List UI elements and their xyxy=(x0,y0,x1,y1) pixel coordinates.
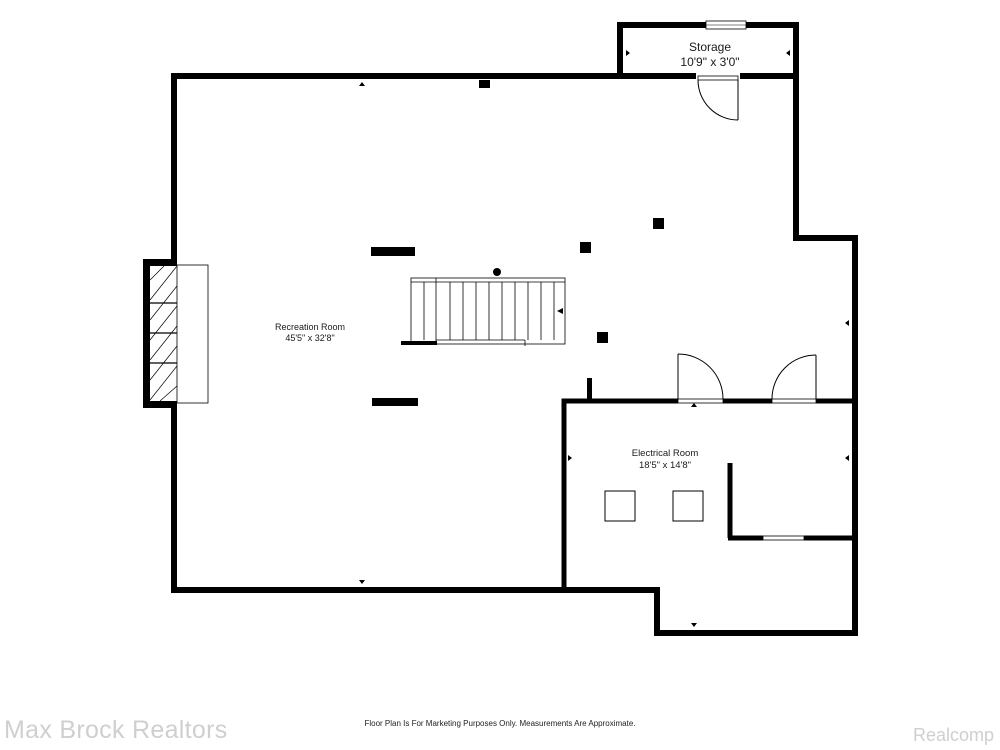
dimension-markers xyxy=(359,50,849,627)
stair-rail xyxy=(401,341,437,345)
mechanical-units xyxy=(604,490,704,522)
electrical-room-name: Electrical Room xyxy=(631,448,699,459)
electrical-walls xyxy=(561,398,855,590)
mls-watermark: Realcomp xyxy=(912,725,994,745)
electrical-room-dimensions: 18'5" x 14'8" xyxy=(638,459,692,471)
water-heater-unit xyxy=(672,490,704,522)
furnace-unit xyxy=(604,490,636,522)
recreation-room-dimensions: 45'5" x 32'8" xyxy=(285,333,335,344)
columns xyxy=(371,80,664,406)
fireplace xyxy=(143,259,209,408)
staircase xyxy=(410,277,566,346)
recreation-room-name: Recreation Room xyxy=(274,322,346,332)
storage-door xyxy=(697,75,739,121)
storage-wall xyxy=(564,22,858,636)
main-outline-wall xyxy=(171,73,620,593)
brokerage-watermark: Max Brock Realtors xyxy=(4,716,228,744)
electrical-room-label: Electrical Room 18'5" x 14'8" xyxy=(590,448,740,472)
storage-dimensions: 10'9" x 3'0" xyxy=(680,55,740,69)
recreation-room-label: Recreation Room 45'5" x 32'8" xyxy=(250,322,370,345)
storage-label: Storage 10'9" x 3'0" xyxy=(640,40,780,70)
disclaimer-text: Floor Plan Is For Marketing Purposes Onl… xyxy=(364,719,636,728)
storage-window xyxy=(705,20,747,30)
electrical-doors xyxy=(677,353,817,541)
support-post xyxy=(493,268,501,276)
storage-name: Storage xyxy=(688,40,732,54)
